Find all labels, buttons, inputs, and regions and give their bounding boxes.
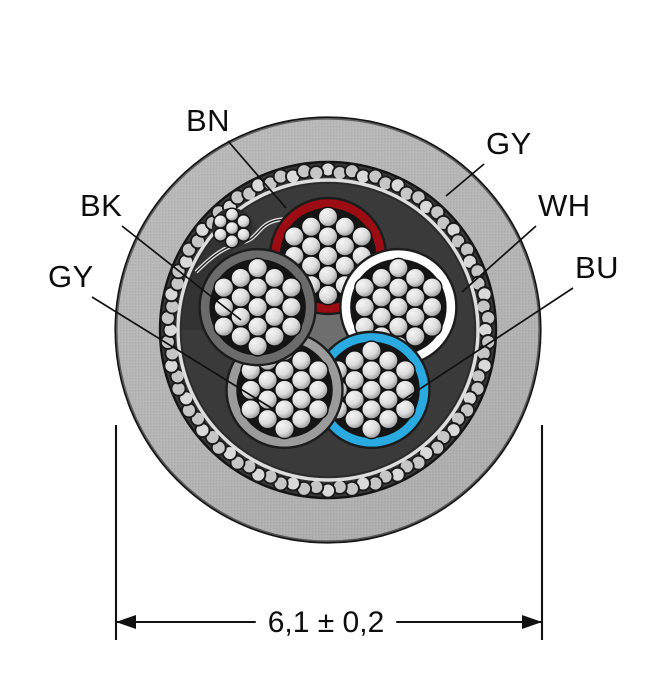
leader-line-bk (121, 225, 242, 321)
dimension-arrow-left (116, 615, 136, 629)
conductor-strand (280, 277, 302, 299)
conductor-strand (307, 398, 329, 420)
conductor-strand-cluster (279, 206, 377, 306)
leader-line-bu (396, 287, 574, 405)
dimension-arrow-right (522, 615, 542, 629)
conductor-strand (354, 277, 376, 299)
conductor-strand (230, 267, 252, 289)
leader-line-gy-jacket (445, 163, 485, 197)
conductor-strand (354, 296, 376, 318)
conductor-strand (394, 359, 416, 381)
conductor-strand (394, 379, 416, 401)
shield-foil-tape (176, 178, 480, 482)
conductor-strand (317, 206, 339, 228)
conductor-strand (351, 226, 373, 247)
braid-shield (159, 161, 497, 499)
conductor-strand (307, 359, 329, 381)
conductor-strand (257, 408, 279, 430)
conductor-strand (421, 316, 443, 338)
conductor-strand (307, 379, 329, 401)
conductor-strand (371, 267, 393, 289)
conductor-strand (387, 257, 409, 279)
label-wh: WH (538, 188, 591, 223)
conductor-strand (290, 350, 312, 372)
conductor-strand (247, 335, 269, 357)
drain-wire-strand (236, 214, 251, 229)
label-gy-core: GY (48, 259, 94, 294)
drain-wire-strand (236, 227, 251, 242)
drain-wire-strand (224, 207, 240, 222)
conductor-strand (344, 408, 366, 430)
leader-line-wh (461, 225, 537, 293)
leader-lines (91, 140, 574, 410)
conductor-strand (274, 418, 295, 440)
conductor-strand (361, 340, 382, 362)
conductor-strand (421, 277, 443, 299)
conductor-strand (240, 379, 262, 401)
leader-line-gy-core (91, 296, 274, 410)
conductor-strand (263, 267, 285, 289)
conductor-strand (317, 284, 339, 306)
conductor-bu-blue (312, 330, 431, 450)
dimension-annotation: 6,1 ± 0,2 (114, 425, 544, 640)
label-bu: BU (575, 250, 619, 285)
conductor-strand (230, 325, 252, 347)
conductor-strand (280, 296, 302, 318)
braid-strand (308, 165, 325, 181)
conductor-strand (280, 316, 302, 338)
label-bk: BK (80, 188, 122, 223)
conductor-strand (283, 226, 305, 247)
conductor-strand (263, 325, 285, 347)
conductor-strand (404, 267, 426, 289)
conductor-strand (377, 350, 399, 372)
drain-wire-bundle (211, 207, 253, 249)
conductor-strand (213, 277, 235, 299)
conductor-bundle (198, 196, 458, 450)
label-bn: BN (186, 103, 230, 138)
conductor-bk-black (198, 247, 317, 367)
conductor-strand (290, 408, 312, 430)
drain-wire-strand (213, 227, 228, 242)
conductor-strand (377, 408, 399, 430)
conductor-strand (344, 350, 366, 372)
conductor-strand (421, 296, 443, 318)
dimension-value-text: 6,1 ± 0,2 (268, 606, 385, 639)
conductor-strand (334, 216, 356, 238)
conductor-strand (361, 418, 382, 440)
conductor-strand (300, 216, 322, 238)
conductor-strand (240, 398, 262, 420)
foil-fold-outline (195, 218, 295, 273)
leader-line-bn (227, 140, 287, 209)
drain-wire-strand (213, 214, 228, 229)
drain-wire-strand (224, 234, 240, 249)
conductor-strand (213, 316, 235, 338)
conductor-strand (247, 257, 269, 279)
conductor-strand (404, 325, 426, 347)
conductor-strand-cluster (209, 257, 306, 357)
label-gy-jacket: GY (486, 126, 532, 161)
conductor-strand (394, 398, 416, 420)
drain-wire-strand (224, 220, 240, 236)
